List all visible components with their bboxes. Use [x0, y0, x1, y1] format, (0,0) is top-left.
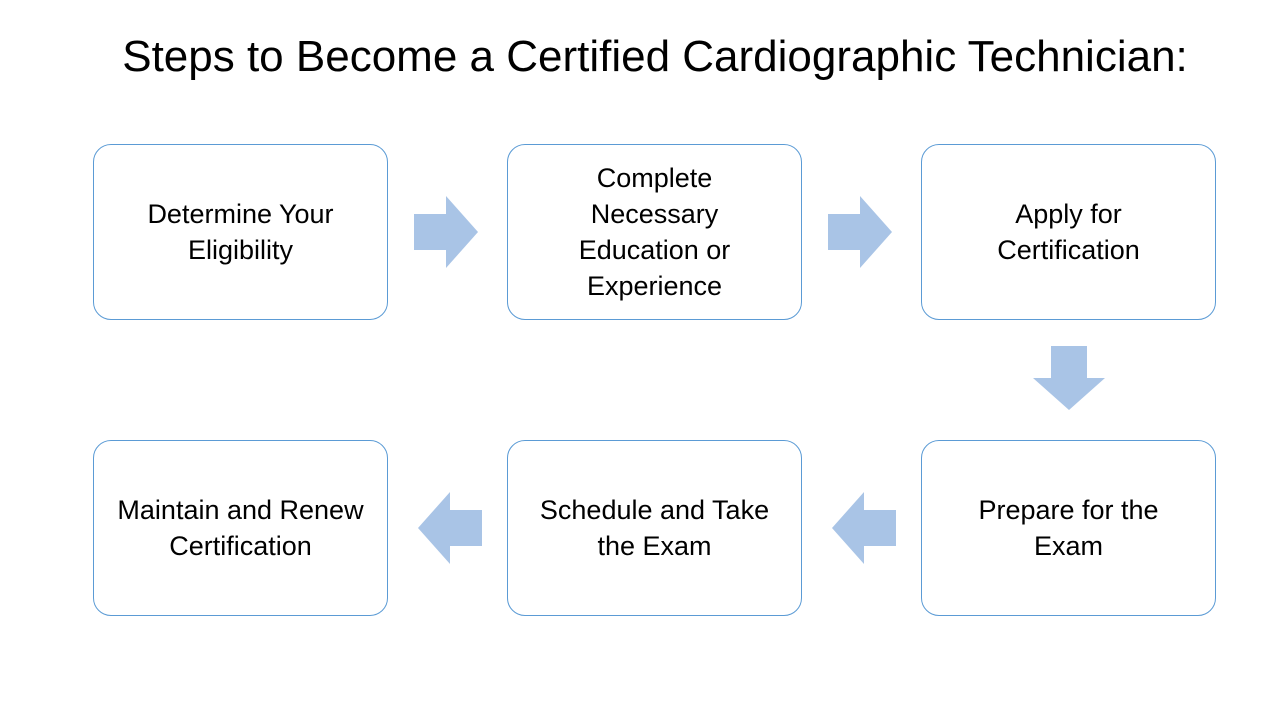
step-label: Schedule and Take the Exam: [539, 495, 770, 561]
arrow-right-icon: [828, 196, 892, 268]
arrow-left-icon: [832, 492, 896, 564]
step-box-5: Schedule and Take the Exam: [507, 440, 802, 616]
page-title: Steps to Become a Certified Cardiographi…: [122, 32, 1188, 81]
step-label: Determine Your Eligibility: [147, 199, 334, 265]
step-label: Apply for Certification: [997, 199, 1140, 265]
step-box-1: Determine Your Eligibility: [93, 144, 388, 320]
step-label: Complete Necessary Education or Experien…: [578, 163, 731, 301]
step-box-4: Prepare for the Exam: [921, 440, 1216, 616]
step-label: Maintain and Renew Certification: [117, 495, 364, 561]
arrow-right-icon: [414, 196, 478, 268]
step-box-2: Complete Necessary Education or Experien…: [507, 144, 802, 320]
arrow-left-icon: [418, 492, 482, 564]
arrow-down-icon: [1033, 346, 1105, 410]
step-box-3: Apply for Certification: [921, 144, 1216, 320]
step-box-6: Maintain and Renew Certification: [93, 440, 388, 616]
step-label: Prepare for the Exam: [978, 495, 1159, 561]
